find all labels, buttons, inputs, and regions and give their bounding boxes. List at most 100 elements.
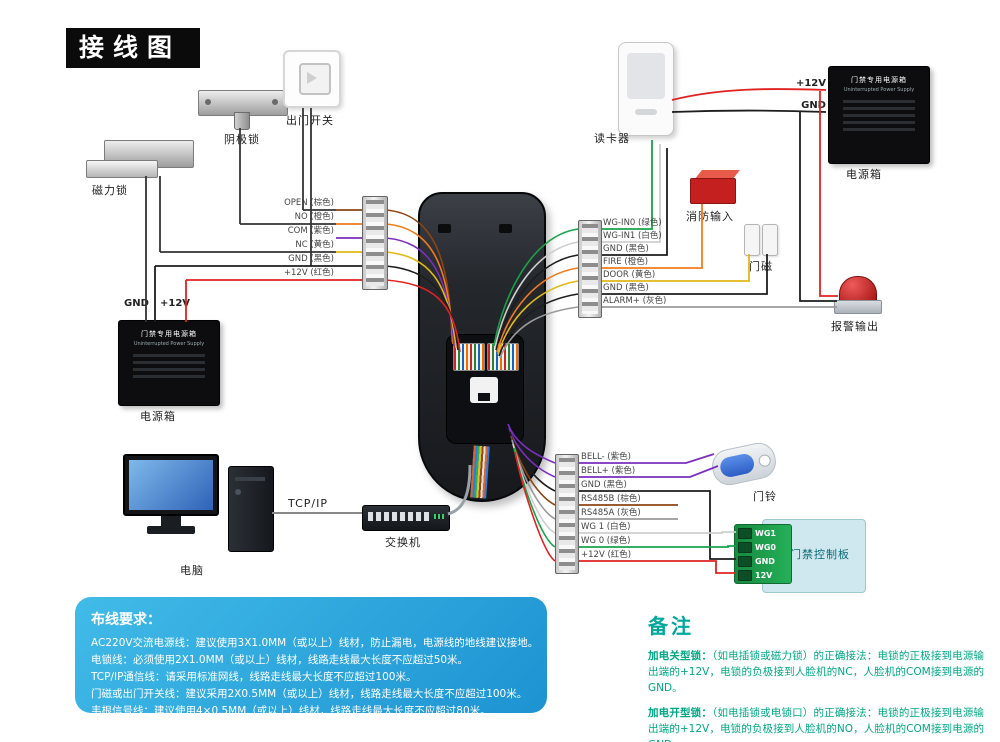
bottom-row-12v: +12V (红色) xyxy=(581,550,632,560)
exit-arrow-icon xyxy=(307,72,317,84)
power-box-left-title: 门禁专用电源箱 xyxy=(141,330,197,338)
computer-label: 电脑 xyxy=(180,564,204,577)
bottom-row-bell-minus: BELL- (紫色) xyxy=(581,452,631,462)
left-gnd-label: GND xyxy=(124,298,149,309)
monitor-base xyxy=(147,526,195,534)
left-row-open: OPEN (棕色) xyxy=(284,198,334,208)
device-rainbow-cable xyxy=(470,445,490,499)
device-rj45-notch xyxy=(478,393,490,401)
right-terminal-block xyxy=(578,220,602,318)
power-box-left-subtitle: Uninterrupted Power Supply xyxy=(133,341,205,347)
right-12v-label: +12V xyxy=(795,78,826,89)
remarks-title: 备注 xyxy=(648,614,694,638)
power-box-left-label: 电源箱 xyxy=(140,410,176,423)
board-terminal-row-wg0: WG0 xyxy=(735,541,791,554)
page-title: 接线图 xyxy=(66,28,200,68)
fire-input-front xyxy=(690,178,736,204)
power-box-right-grille xyxy=(843,100,915,134)
device-screw-right xyxy=(499,224,512,233)
doorbell-blue-panel xyxy=(718,452,756,479)
left-row-nc: NC (黄色) xyxy=(295,240,334,250)
exit-button-label: 出门开关 xyxy=(286,114,334,127)
cathode-lock-hole-left xyxy=(205,99,211,105)
left-terminal-block xyxy=(362,196,388,290)
screw-terminal-icon xyxy=(738,542,752,553)
right-row-wgin1: WG-IN1 (白色) xyxy=(603,231,662,241)
power-box-right-subtitle: Uninterrupted Power Supply xyxy=(843,87,915,93)
cathode-lock-hole-right xyxy=(272,99,278,105)
access-board-label: 门禁控制板 xyxy=(790,548,850,561)
monitor-screen xyxy=(129,460,213,510)
fire-input xyxy=(690,170,740,206)
tower-power-button xyxy=(235,489,241,495)
remark-item: 加电关型锁：（如电插锁或磁力锁）的正确接法：电锁的正极接到电源输出端的+12V，… xyxy=(648,649,984,696)
left-row-gnd: GND (黑色) xyxy=(288,254,334,264)
wiring-note-line: 电锁线：必须使用2X1.0MM（或以上）线材，线路走线最大长度不应超过50米。 xyxy=(91,654,469,666)
tower-drive-slot xyxy=(235,477,265,481)
computer xyxy=(123,454,283,554)
screw-terminal-icon xyxy=(738,556,752,567)
wiring-note-line: 门磁或出门开关线：建议采用2X0.5MM（或以上）线材，线路走线最大长度不应超过… xyxy=(91,688,528,700)
doorbell-label: 门铃 xyxy=(753,490,777,503)
access-terminal-device xyxy=(418,192,546,502)
door-magnet-bar-a xyxy=(744,224,760,256)
remark-lead: 加电开型锁： xyxy=(648,707,713,720)
left-row-no: NO (橙色) xyxy=(294,212,334,222)
remark-lead: 加电关型锁： xyxy=(648,650,713,662)
device-screw-left xyxy=(438,224,451,233)
screw-terminal-icon xyxy=(738,570,752,581)
door-magnet-label: 门磁 xyxy=(749,260,773,273)
wiring-note-line: TCP/IP通信线：请采用标准网线，线路走线最大长度不应超过100米。 xyxy=(91,671,417,683)
wiring-note-line: 韦根信号线：建议使用4×0.5MM（或以上）线材，线路走线最大长度不应超过80米… xyxy=(91,705,491,717)
board-terminal-row-12v: 12V xyxy=(735,569,791,582)
board-row-label: WG0 xyxy=(755,543,776,552)
magnetic-lock-armature xyxy=(86,160,158,178)
fire-input-label: 消防输入 xyxy=(686,210,734,223)
doorbell xyxy=(708,439,780,489)
alarm-dome xyxy=(839,276,877,304)
power-box-left: 门禁专用电源箱 Uninterrupted Power Supply xyxy=(118,320,220,406)
board-terminal-row-wg1: WG1 xyxy=(735,527,791,540)
bottom-row-wg1: WG 1 (白色) xyxy=(581,522,631,532)
right-row-fire: FIRE (橙色) xyxy=(603,257,649,267)
magnetic-lock-label: 磁力锁 xyxy=(92,184,128,197)
cathode-lock xyxy=(198,90,288,130)
alarm-output-label: 报警输出 xyxy=(831,320,879,333)
wiring-requirements-panel: 布线要求： AC220V交流电源线：建议使用3X1.0MM（或以上）线材，防止漏… xyxy=(75,597,547,717)
card-reader xyxy=(618,42,674,136)
bottom-terminal-block xyxy=(555,454,579,574)
monitor-frame xyxy=(123,454,219,516)
wiring-note-line: AC220V交流电源线：建议使用3X1.0MM（或以上）线材，防止漏电，电源线的… xyxy=(91,637,539,649)
card-reader-label: 读卡器 xyxy=(594,132,630,145)
right-row-gnd2: GND (黑色) xyxy=(603,283,649,293)
card-reader-slot xyxy=(635,109,657,115)
board-row-label: WG1 xyxy=(755,529,776,538)
cathode-lock-bolt xyxy=(234,112,250,130)
right-row-door: DOOR (黄色) xyxy=(603,270,656,280)
bottom-row-wg0: WG 0 (绿色) xyxy=(581,536,631,546)
left-row-12v: +12V (红色) xyxy=(283,268,334,278)
right-row-gnd1: GND (黑色) xyxy=(603,244,649,254)
doorbell-button xyxy=(757,453,772,468)
right-row-wgin0: WG-IN0 (绿色) xyxy=(603,218,662,228)
remarks-section: 备注 加电关型锁：（如电插锁或磁力锁）的正确接法：电锁的正极接到电源输出端的+1… xyxy=(648,610,984,742)
device-connector-2 xyxy=(487,343,519,371)
bottom-row-rs485a: RS485A (灰色) xyxy=(581,508,641,518)
monitor-neck xyxy=(161,516,181,526)
board-row-label: GND xyxy=(755,557,775,566)
right-gnd-label: GND xyxy=(801,100,826,111)
screw-terminal-icon xyxy=(738,528,752,539)
power-box-right-title: 门禁专用电源箱 xyxy=(851,76,907,84)
board-terminal-block: WG1 WG0 GND 12V xyxy=(734,524,792,584)
left-row-com: COM (紫色) xyxy=(287,226,334,236)
power-box-right-label: 电源箱 xyxy=(846,168,882,181)
switch-leds xyxy=(434,514,444,519)
bottom-row-gnd: GND (黑色) xyxy=(581,480,627,490)
remark-item: 加电开型锁：（如电插锁或电锁口）的正确接法：电锁的正极接到电源输出端的+12V，… xyxy=(648,706,984,742)
right-row-alarm: ALARM+ (灰色) xyxy=(603,296,667,306)
network-switch xyxy=(362,505,450,531)
power-box-right: 门禁专用电源箱 Uninterrupted Power Supply xyxy=(828,66,930,164)
device-rj45-port xyxy=(470,377,498,403)
board-row-label: 12V xyxy=(755,571,773,580)
